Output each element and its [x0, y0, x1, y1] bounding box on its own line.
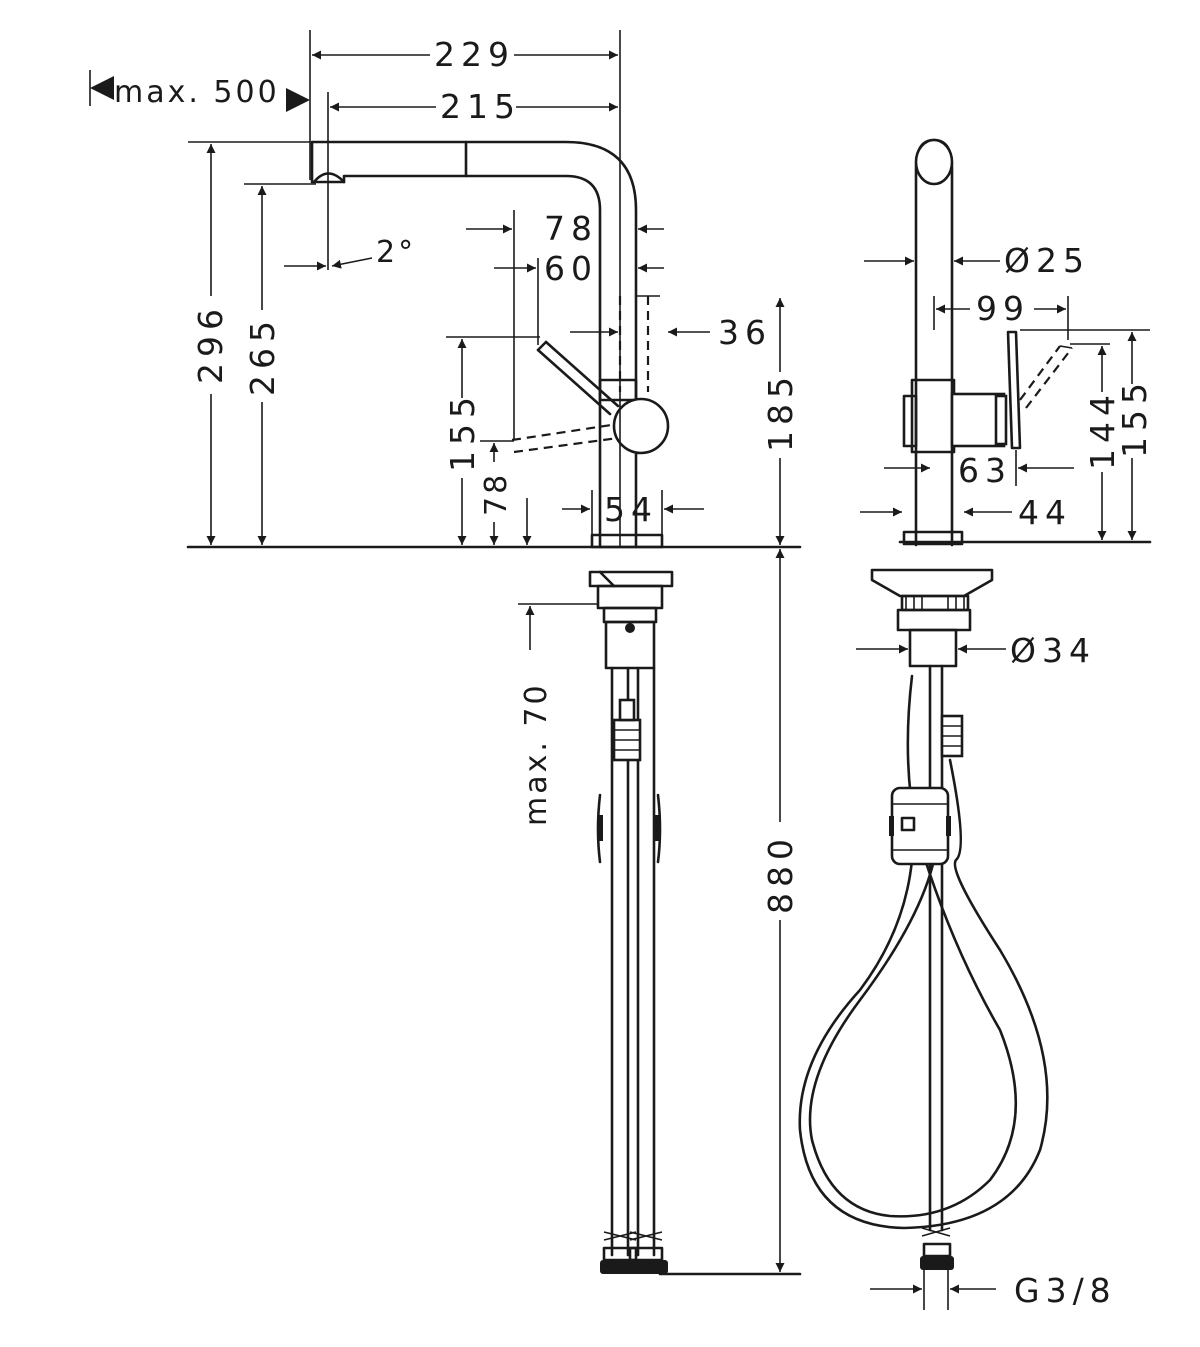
cartridge-collar: [598, 378, 638, 402]
front-view: [798, 138, 1152, 1310]
front-spout-head: [914, 138, 954, 186]
dim-60: 60: [544, 249, 598, 288]
dim-880: 880: [761, 833, 800, 914]
dim-185: 185: [761, 371, 800, 452]
front-mounting-thread: [900, 594, 970, 612]
front-lever-open-a: [1019, 345, 1061, 401]
dim-63: 63: [958, 451, 1012, 490]
dim-max-70: max. 70: [519, 682, 554, 826]
front-mixer-side: [902, 394, 918, 448]
hose-weight-button: [900, 816, 916, 832]
dim-54: 54: [604, 490, 658, 529]
thread-section: [602, 606, 658, 624]
dim-78-top: 78: [544, 209, 598, 248]
pull-out-hose-loop-inner: [798, 758, 1049, 1230]
front-hose-end-nut: [920, 1256, 954, 1270]
front-column: [914, 138, 954, 547]
side-view: [186, 140, 802, 1276]
dim-215: 215: [440, 87, 521, 126]
dim-144: 144: [1083, 389, 1122, 470]
side-view-dimensions: 229 215 max. 500 2° 78 60 36 296: [89, 30, 800, 1272]
base-ring: [590, 533, 664, 549]
mounting-shank: [604, 620, 656, 670]
front-mounting-nut: [896, 608, 972, 632]
dim-78-left: 78: [479, 472, 514, 516]
connector-neck: [618, 698, 636, 722]
dim-99: 99: [976, 289, 1030, 328]
mounting-plate-slot: [598, 570, 616, 588]
hose-clip-tab-right: [655, 815, 661, 841]
cartridge-knob: [612, 397, 670, 455]
spout-body: [310, 140, 638, 549]
hose-clip-tab-left: [597, 815, 603, 841]
dim-diameter-34: Ø34: [1010, 631, 1096, 670]
dim-229: 229: [434, 35, 515, 74]
pull-out-hose-loop-outer: [808, 674, 1018, 1218]
front-mounting-plate: [870, 568, 994, 598]
dim-155-left: 155: [443, 391, 482, 472]
dim-thread-g3-8: G3/8: [1014, 1271, 1117, 1310]
dim-angle-2deg: 2°: [376, 235, 416, 270]
lever-handle-tip: [536, 340, 548, 352]
dim-265: 265: [243, 315, 282, 396]
lever-handle: [544, 340, 620, 408]
dim-36: 36: [718, 313, 772, 352]
front-view-dimensions: Ø25 99 63 44 144 155 Ø34 G3/8: [856, 241, 1154, 1310]
lever-open-position-b: [513, 436, 619, 454]
front-base-ring: [902, 530, 964, 546]
front-hose-end-fitting: [922, 1242, 952, 1258]
dim-155-right: 155: [1115, 377, 1154, 458]
front-mixer-collar: [910, 378, 956, 454]
front-cartridge-cap: [994, 394, 1008, 446]
dim-296: 296: [191, 303, 230, 384]
lever-open-position-a: [511, 422, 619, 442]
dim-44: 44: [1018, 493, 1072, 532]
hose-end-fitting-2: [628, 1231, 668, 1274]
fixing-screw: [625, 623, 635, 633]
front-lever-open-b: [1025, 347, 1073, 409]
dim-diameter-25: Ø25: [1004, 241, 1090, 280]
front-lever: [1006, 330, 1022, 450]
front-shank: [908, 628, 958, 668]
dim-max-500: max. 500: [114, 75, 280, 110]
mounting-plate: [588, 570, 674, 588]
lever-handle-edge: [536, 348, 612, 416]
mounting-nut: [596, 584, 664, 610]
hose-weight: [890, 786, 950, 866]
